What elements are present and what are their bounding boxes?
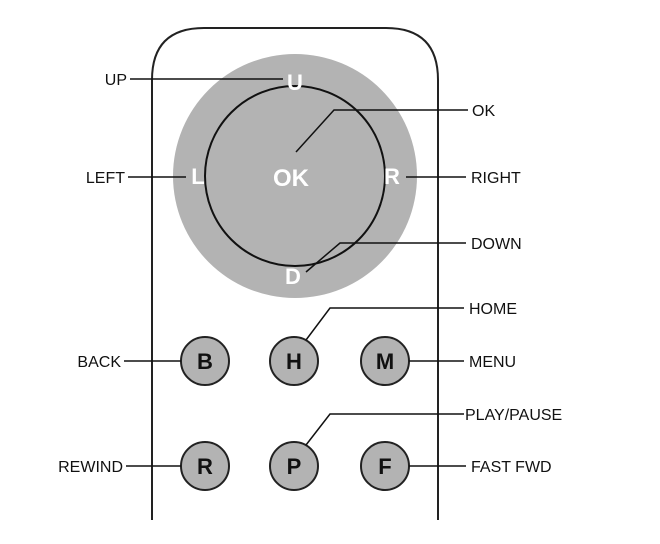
callout-down: DOWN <box>471 236 522 253</box>
menu-button-glyph: M <box>376 349 394 374</box>
dpad-down-button[interactable]: D <box>285 264 301 289</box>
callout-up: UP <box>105 72 127 89</box>
callout-back: BACK <box>77 354 121 371</box>
fast-fwd-button-glyph: F <box>378 454 391 479</box>
callout-ok: OK <box>472 103 495 120</box>
callout-home: HOME <box>469 301 517 318</box>
dpad-up-button[interactable]: U <box>287 70 303 95</box>
home-button[interactable] <box>269 336 319 386</box>
callout-fast-fwd: FAST FWD <box>471 459 552 476</box>
home-button-glyph: H <box>286 349 302 374</box>
back-button-glyph: B <box>197 349 213 374</box>
callout-rewind: REWIND <box>58 459 123 476</box>
rewind-button-glyph: R <box>197 454 213 479</box>
dpad-right-button[interactable]: R <box>384 164 400 189</box>
remote-body-outline <box>151 27 439 520</box>
callout-left: LEFT <box>86 170 125 187</box>
ok-button-circle[interactable] <box>204 85 386 267</box>
callout-menu: MENU <box>469 354 516 371</box>
play-pause-button[interactable] <box>269 441 319 491</box>
dpad-left-button[interactable]: L <box>191 164 204 189</box>
down-leader-line <box>305 242 466 273</box>
ok-leader-line <box>295 109 468 153</box>
play-pause-leader-line <box>305 413 464 446</box>
play-pause-button-glyph: P <box>287 454 302 479</box>
callout-right: RIGHT <box>471 170 521 187</box>
ok-button-label: OK <box>273 165 310 192</box>
callout-play-pause: PLAY/PAUSE <box>465 407 562 424</box>
home-leader-line <box>305 307 464 341</box>
